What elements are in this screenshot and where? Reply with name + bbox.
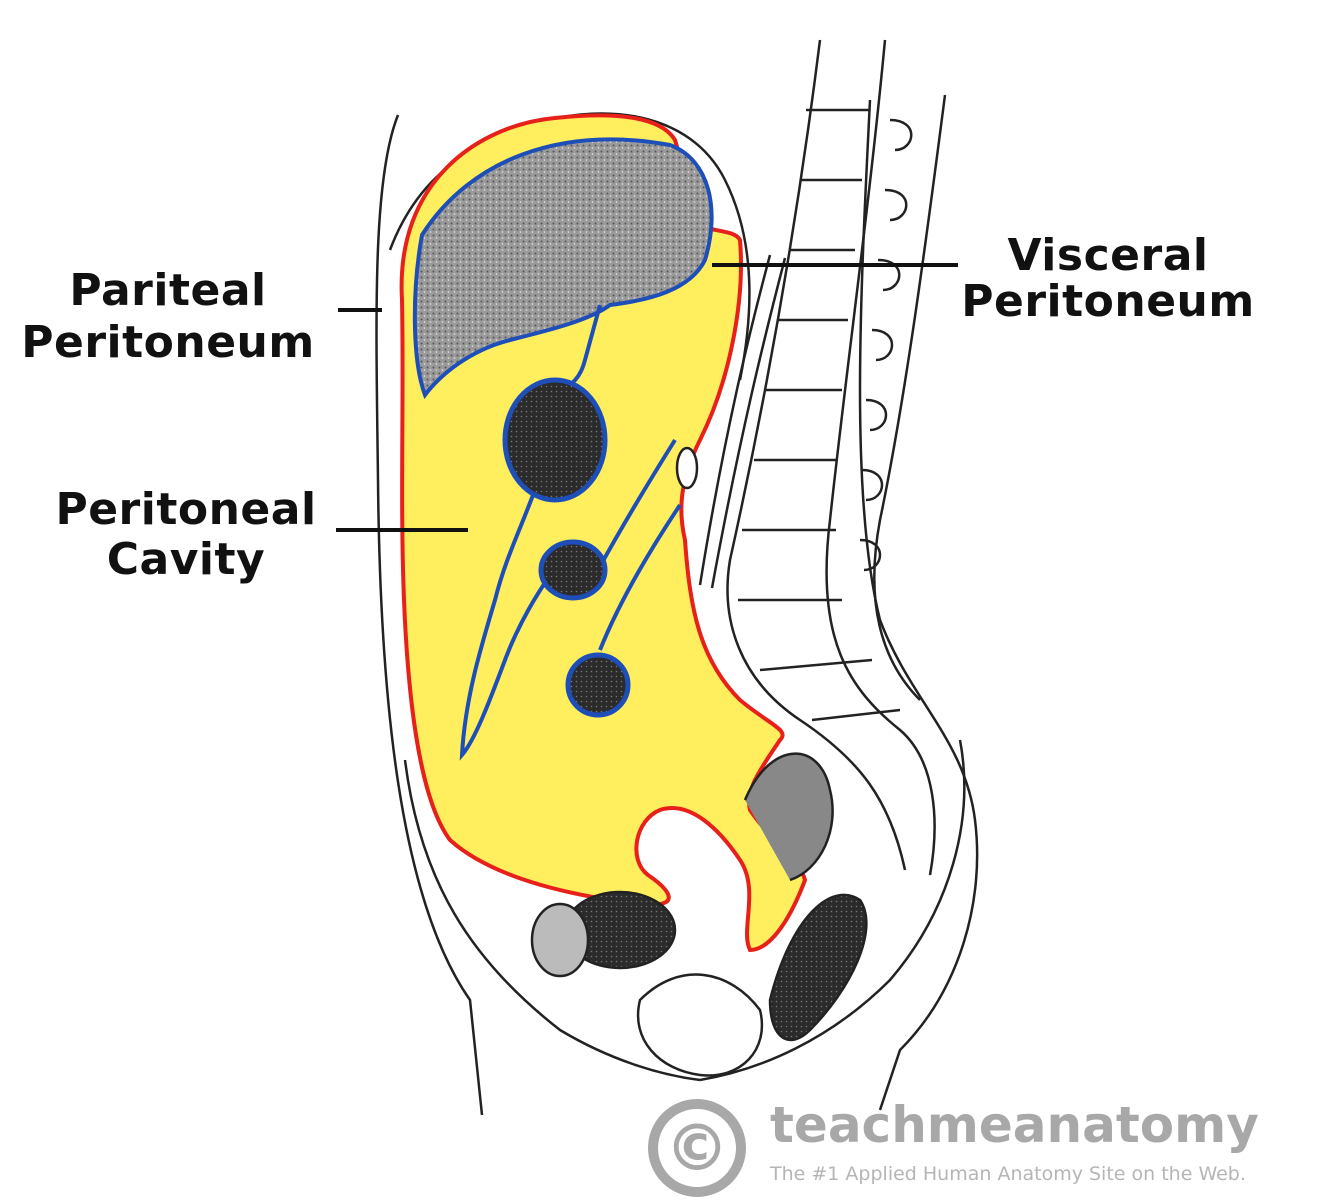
- cavity-label-line2: Cavity: [107, 534, 265, 585]
- pointer-lines: [336, 263, 958, 532]
- copyright-icon: [648, 1099, 746, 1197]
- watermark: © teachmeanatomy The #1 Applied Human An…: [648, 1096, 1259, 1197]
- intestine-loops: [502, 377, 699, 718]
- parietal-label-line2: Peritoneum: [21, 317, 314, 368]
- spine: [726, 39, 947, 876]
- liver: [412, 137, 714, 400]
- copyright-symbol: ©: [665, 1112, 729, 1186]
- visceral-label-line2: Peritoneum: [961, 276, 1254, 327]
- parietal-label-line1: Pariteal: [69, 265, 266, 316]
- watermark-tagline: The #1 Applied Human Anatomy Site on the…: [769, 1163, 1246, 1185]
- watermark-brand: teachmeanatomy: [770, 1096, 1259, 1154]
- visceral-label-line1: Visceral: [1008, 230, 1209, 281]
- cavity-label-line1: Peritoneal: [55, 484, 316, 535]
- pelvic-organs: [530, 752, 868, 1077]
- aorta: [698, 254, 787, 589]
